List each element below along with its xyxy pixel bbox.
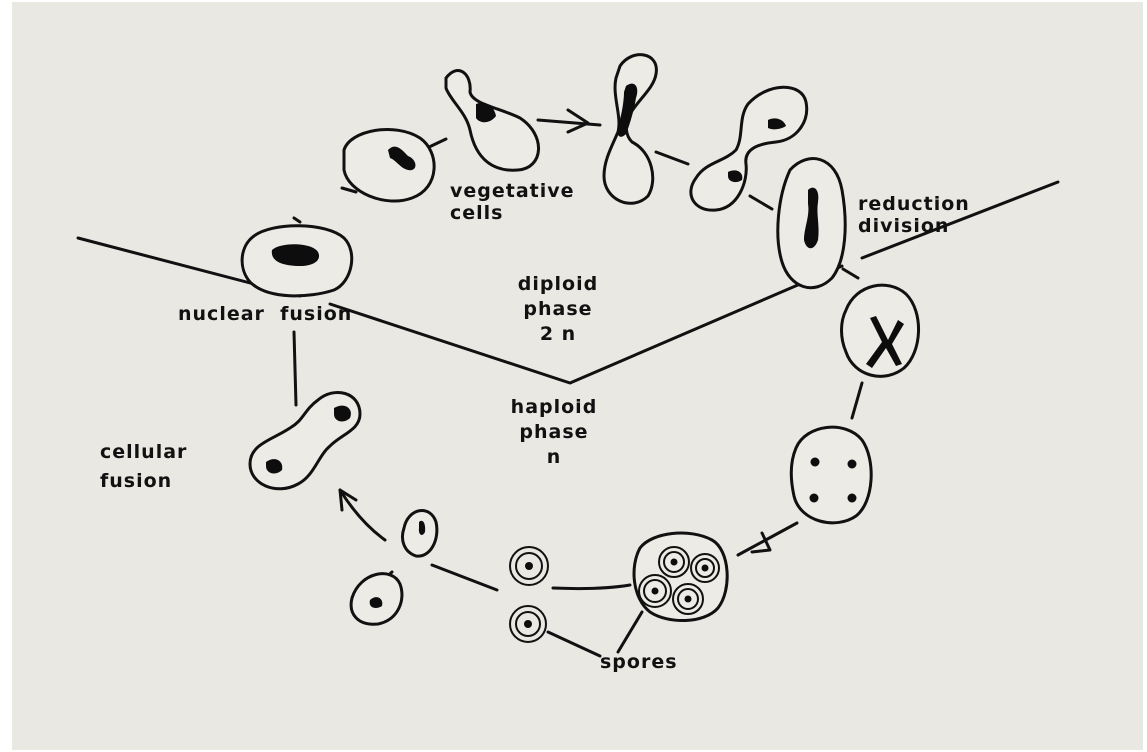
cell-budding-2 — [604, 55, 656, 204]
label-line: reduction — [858, 193, 970, 215]
cycle-segment — [656, 152, 688, 164]
spore-free-lower — [510, 606, 546, 642]
label-line: division — [858, 215, 970, 237]
label-reduction-division: reduction division — [858, 193, 970, 237]
cell-haploid-oval — [351, 574, 402, 625]
pointer-line — [618, 612, 642, 652]
label-line: fusion — [100, 467, 187, 496]
label-diploid-phase: diploid phase 2 n — [488, 272, 628, 347]
cycle-segment — [342, 188, 356, 192]
label-spores: spores — [600, 651, 678, 673]
label-line: phase — [488, 297, 628, 322]
label-haploid-phase: haploid phase n — [484, 395, 624, 470]
ascus-with-spores — [634, 533, 727, 621]
cell-fusing-pair — [250, 392, 360, 488]
cycle-segment — [340, 490, 385, 540]
cell-nuclear-fusion — [242, 226, 352, 296]
label-line: phase — [484, 420, 624, 445]
cycle-segment — [553, 585, 630, 589]
cell-reduction-elongated — [778, 159, 845, 288]
cycle-segment — [750, 196, 772, 209]
label-vegetative-cells: vegetative cells — [450, 180, 575, 224]
cell-oval-left — [344, 129, 434, 201]
cycle-segment — [294, 332, 296, 405]
label-line: cells — [450, 202, 575, 224]
cycle-segment — [294, 218, 300, 222]
cycle-segment — [432, 565, 497, 590]
cell-four-nuclei — [791, 427, 871, 523]
arrow-head — [568, 110, 588, 132]
spore-free-upper — [510, 547, 548, 585]
label-line: diploid — [488, 272, 628, 297]
label-line: 2 n — [488, 322, 628, 347]
label-line: cellular — [100, 438, 187, 467]
pointer-line — [548, 632, 600, 656]
cell-haploid-small — [403, 511, 437, 557]
cell-meiosis-cross — [842, 285, 919, 376]
spores-pointers — [548, 612, 642, 656]
label-nuclear-fusion: nuclear fusion — [178, 303, 352, 325]
label-line: vegetative — [450, 180, 575, 202]
label-cellular-fusion: cellular fusion — [100, 438, 187, 496]
cycle-segment — [843, 269, 858, 278]
label-line: n — [484, 445, 624, 470]
cycle-segment — [852, 383, 862, 418]
cycle-segment — [538, 120, 600, 125]
label-line: haploid — [484, 395, 624, 420]
cell-budding-1 — [446, 71, 539, 171]
